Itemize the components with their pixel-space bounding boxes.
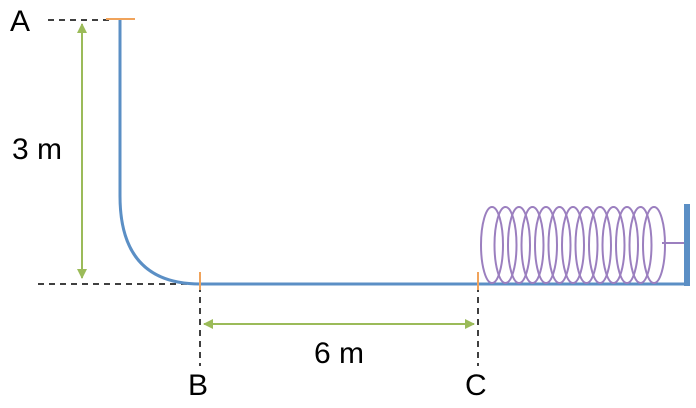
point-a-label: A bbox=[10, 5, 30, 38]
track bbox=[118, 20, 686, 286]
guide-lines bbox=[38, 19, 479, 366]
distance-label: 6 m bbox=[314, 337, 364, 370]
spring-coil bbox=[493, 206, 518, 284]
wall-block-icon bbox=[684, 204, 690, 286]
coil-spring-icon bbox=[480, 206, 666, 284]
spring-coil bbox=[588, 206, 612, 284]
spring-coil bbox=[561, 206, 585, 284]
point-b-label: B bbox=[188, 369, 208, 402]
position-markers bbox=[106, 18, 479, 290]
spring-coil bbox=[601, 206, 626, 284]
spring-coil bbox=[574, 206, 599, 284]
spring-coil bbox=[480, 206, 504, 284]
spring-coil bbox=[520, 206, 545, 284]
point-c-label: C bbox=[465, 369, 487, 402]
spring-coil bbox=[642, 206, 666, 284]
spring-coil bbox=[534, 206, 558, 284]
height-label: 3 m bbox=[12, 133, 62, 166]
spring-coil bbox=[628, 206, 653, 284]
spring-coil bbox=[507, 206, 531, 284]
spring-coil bbox=[615, 206, 639, 284]
spring-coil bbox=[547, 206, 572, 284]
